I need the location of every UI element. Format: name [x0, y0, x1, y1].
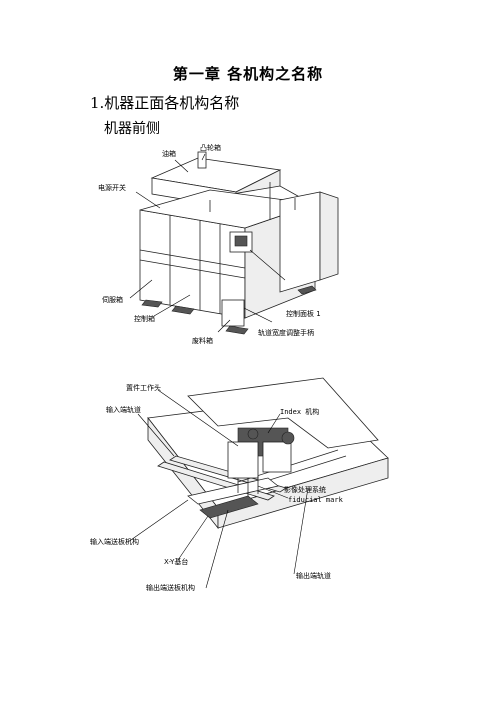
chapter-title: 第一章 各机构之名称: [172, 65, 324, 83]
label-input-rail: 输入端轨道: [106, 406, 141, 414]
machine-front-figure: 油箱 凸轮箱 电源开关 伺服箱 控制箱 控制面板 1 废料箱 轨道宽度调整手柄: [90, 140, 390, 350]
mechanism-drawing: [127, 377, 389, 589]
label-input-mech: 输入端送板机构: [90, 538, 139, 546]
label-control-panel: 控制面板 1: [286, 310, 321, 318]
section-title: 1.机器正面各机构名称: [90, 94, 240, 112]
label-index: Index 机构: [280, 408, 320, 416]
label-vision-1: 影像处理系统: [284, 486, 326, 494]
label-output-mech: 输出端送板机构: [146, 584, 195, 592]
label-power-switch: 电源开关: [98, 184, 126, 192]
label-cam-box: 凸轮箱: [200, 144, 221, 152]
label-servo-box: 伺服箱: [102, 296, 123, 304]
label-control-box: 控制箱: [134, 315, 155, 323]
label-waste-box: 废料箱: [192, 337, 213, 345]
label-vision-2: fiducial mark: [288, 496, 343, 504]
mechanism-figure: 置件工作头 输入端轨道 Index 机构 影像处理系统 fiducial mar…: [88, 377, 398, 613]
label-oil-box: 油箱: [162, 150, 176, 158]
label-head: 置件工作头: [126, 384, 161, 392]
subsection-title: 机器前侧: [104, 121, 160, 137]
machine-front-drawing: [129, 151, 339, 335]
label-rail-width-handle: 轨道宽度调整手柄: [258, 329, 314, 337]
label-xy-table: X-Y基台: [164, 558, 189, 566]
label-output-rail: 输出端轨道: [296, 572, 331, 580]
